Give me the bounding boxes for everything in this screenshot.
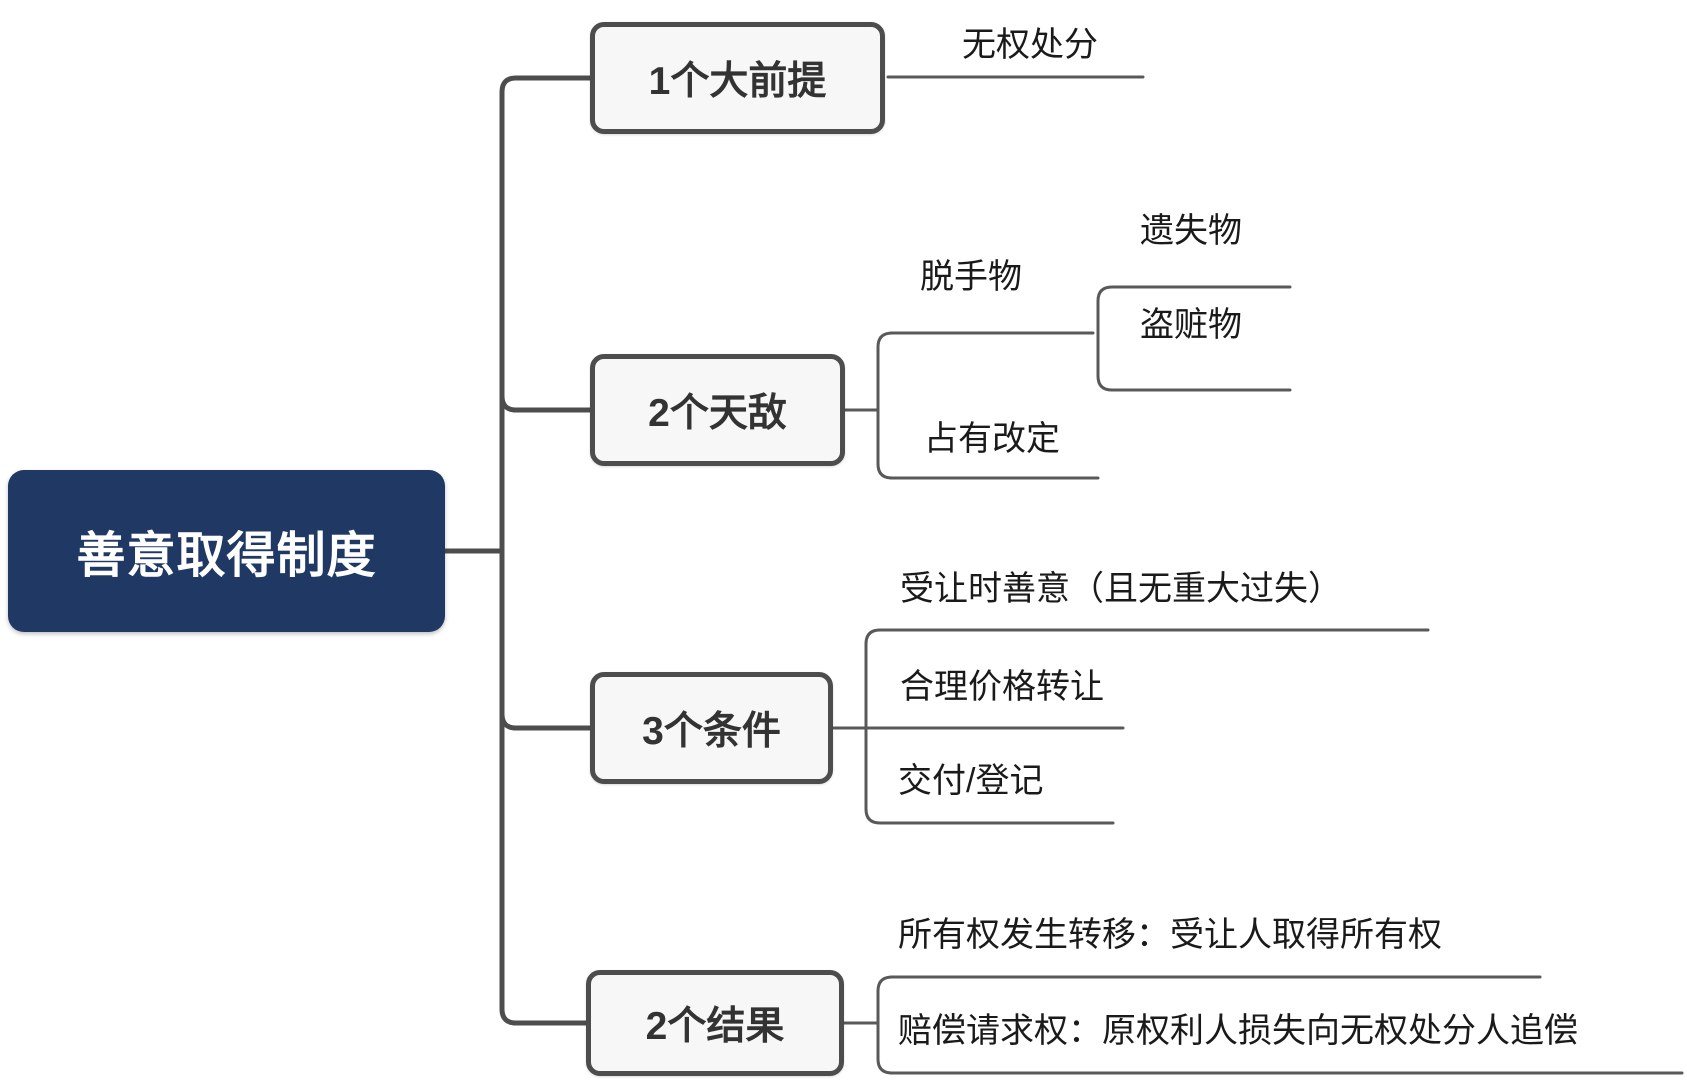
leaf-node-yishiwu[interactable]: 遗失物	[1140, 210, 1242, 253]
leaf-label: 盗赃物	[1140, 306, 1242, 344]
branch-node-enemies-label: 2个天敌	[648, 392, 787, 435]
branch-node-results-label: 2个结果	[645, 1005, 785, 1048]
leaf-label: 占有改定	[924, 420, 1060, 458]
branch-node-enemies[interactable]: 2个天敌	[590, 354, 845, 466]
connector-trunk-to-branch2	[499, 393, 593, 413]
leaf-node-daozangwu[interactable]: 盗赃物	[1140, 304, 1242, 347]
leaf-label: 赔偿请求权：原权利人损失向无权处分人追偿	[898, 1012, 1578, 1050]
leaf-label: 遗失物	[1140, 212, 1242, 250]
branch-node-premise-label: 1个大前提	[648, 60, 827, 103]
leaf-label: 交付/登记	[898, 762, 1044, 800]
leaf-label: 无权处分	[962, 26, 1098, 64]
connector-trunk	[499, 75, 593, 1026]
branch-node-premise[interactable]: 1个大前提	[590, 22, 885, 134]
branch-node-conditions[interactable]: 3个条件	[590, 672, 833, 784]
leaf-node-peichangqingqiuquan[interactable]: 赔偿请求权：原权利人损失向无权处分人追偿	[898, 1010, 1578, 1053]
leaf-node-wuquanchufen[interactable]: 无权处分	[962, 24, 1098, 67]
leaf-label: 合理价格转让	[900, 668, 1104, 706]
leaf-label: 受让时善意（且无重大过失）	[900, 570, 1342, 608]
leaf-label: 脱手物	[920, 258, 1022, 296]
branch-node-results[interactable]: 2个结果	[586, 970, 844, 1076]
leaf-node-suoyouquanzhuanyi[interactable]: 所有权发生转移：受让人取得所有权	[898, 914, 1442, 957]
leaf-label: 所有权发生转移：受让人取得所有权	[898, 916, 1442, 954]
root-node-label: 善意取得制度	[76, 528, 377, 583]
branch-node-conditions-label: 3个条件	[642, 710, 781, 753]
leaf-node-zhanyougaiding[interactable]: 占有改定	[924, 418, 1060, 461]
root-node[interactable]: 善意取得制度	[8, 470, 445, 632]
leaf-node-shourangshanyi[interactable]: 受让时善意（且无重大过失）	[900, 568, 1342, 611]
connector-trunk-to-branch3	[499, 711, 593, 731]
leaf-node-helijiage[interactable]: 合理价格转让	[900, 666, 1104, 709]
leaf-node-jiaofudengji[interactable]: 交付/登记	[898, 760, 1043, 803]
leaf-node-tuoshouwu[interactable]: 脱手物	[920, 256, 1022, 299]
